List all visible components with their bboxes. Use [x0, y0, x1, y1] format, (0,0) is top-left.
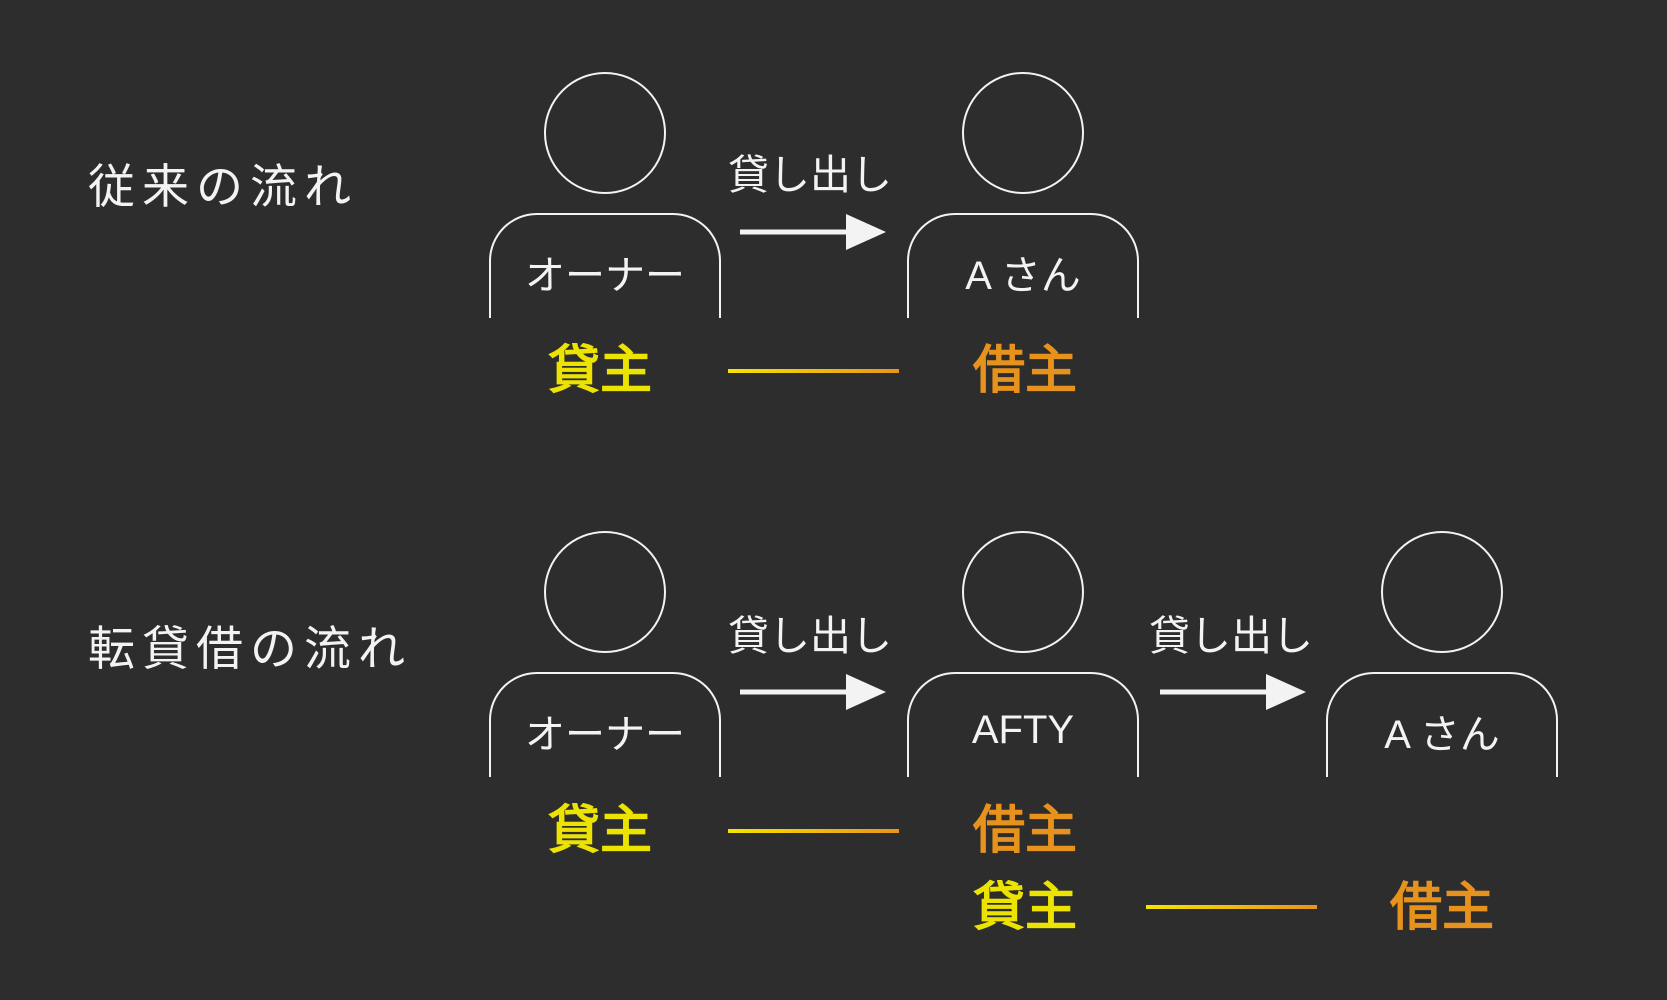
- borrower-role-label: 借主: [972, 342, 1077, 400]
- person-label: AFTY: [971, 708, 1075, 752]
- lend-arrow-icon: [1160, 674, 1306, 710]
- person-label: オーナー: [525, 253, 685, 298]
- lender-borrower-connector-line: [728, 829, 899, 833]
- person-head-icon: [544, 531, 666, 653]
- borrower-role-label: 借主: [972, 802, 1077, 860]
- person-body-shape: A さん: [907, 213, 1139, 318]
- section-title-sublease: 転貸借の流れ: [88, 622, 412, 675]
- lender-borrower-connector-line: [728, 369, 899, 373]
- person-body-shape: AFTY: [907, 672, 1139, 777]
- borrower-role-label: 借主: [1389, 879, 1494, 937]
- lender-role-label: 貸主: [547, 342, 652, 400]
- person-a-san: A さん: [907, 72, 1139, 318]
- person-owner: オーナー: [489, 72, 721, 318]
- lend-arrow-label: 貸し出し: [728, 152, 892, 198]
- person-head-icon: [544, 72, 666, 194]
- person-afty: AFTY: [907, 531, 1139, 777]
- person-owner-sublease: オーナー: [489, 531, 721, 777]
- lender-role-label: 貸主: [972, 879, 1077, 937]
- lend-arrow-icon: [740, 214, 886, 250]
- lend-arrow-label: 貸し出し: [728, 613, 892, 659]
- person-label: A さん: [965, 253, 1081, 298]
- section-title-traditional: 従来の流れ: [88, 160, 358, 213]
- person-body-shape: オーナー: [489, 213, 721, 318]
- lend-arrow-icon: [740, 674, 886, 710]
- person-head-icon: [962, 72, 1084, 194]
- person-label: オーナー: [525, 712, 685, 757]
- person-head-icon: [962, 531, 1084, 653]
- lender-borrower-connector-line: [1146, 905, 1317, 909]
- person-label: A さん: [1384, 712, 1500, 757]
- person-body-shape: オーナー: [489, 672, 721, 777]
- person-body-shape: A さん: [1326, 672, 1558, 777]
- person-head-icon: [1381, 531, 1503, 653]
- lend-arrow-label: 貸し出し: [1149, 613, 1313, 659]
- lender-role-label: 貸主: [547, 802, 652, 860]
- person-a-san-sublease: A さん: [1326, 531, 1558, 777]
